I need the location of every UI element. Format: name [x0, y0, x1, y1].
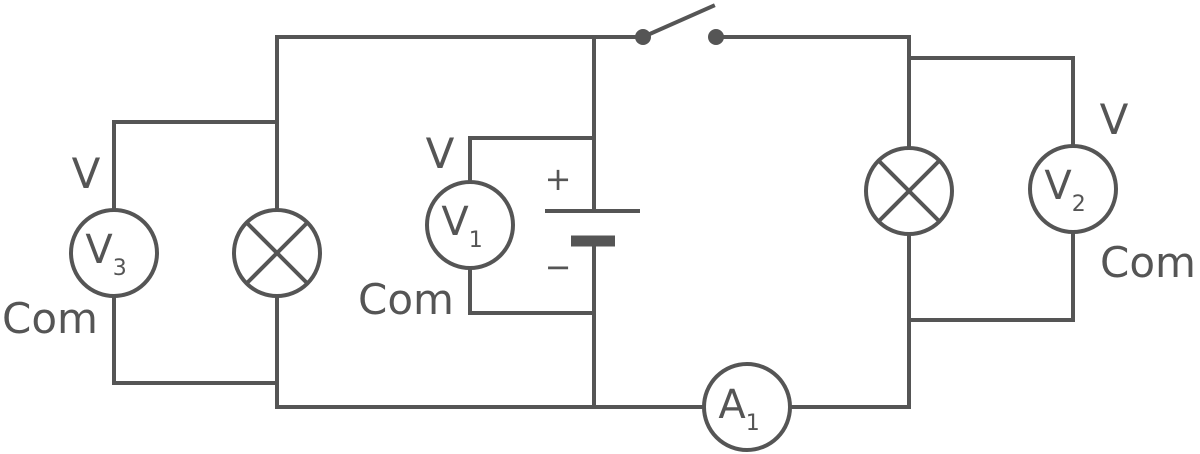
lamp-right [864, 146, 954, 236]
a1-symbol: A1 [718, 382, 759, 436]
v1-terminal-v-label: V [426, 129, 455, 178]
battery: + − [545, 160, 640, 286]
switch-contact-left [635, 29, 651, 45]
voltmeter-v1: V1 V Com [358, 129, 596, 324]
battery-minus-sign: − [545, 248, 572, 286]
v2-terminal-v-label: V [1100, 95, 1129, 144]
v3-symbol: V3 [85, 227, 126, 281]
battery-plus-sign: + [545, 160, 572, 198]
v1-symbol: V1 [441, 199, 482, 253]
main-wires [275, 35, 911, 409]
switch-contact-right [708, 29, 724, 45]
lamp-left [232, 208, 322, 298]
v1-circle [425, 180, 515, 270]
v2-circle [1028, 144, 1118, 234]
v3-circle [69, 208, 159, 298]
ammeter-a1: A1 [702, 362, 792, 452]
wire-right-branch [714, 35, 911, 409]
switch [635, 3, 724, 45]
switch-lever [640, 3, 716, 40]
v1-terminal-com-label: Com [358, 275, 454, 324]
a1-circle [702, 362, 792, 452]
v2-terminal-com-label: Com [1100, 238, 1196, 287]
v3-terminal-com-label: Com [2, 294, 98, 343]
lamp-left-cross-b [245, 221, 309, 285]
voltmeter-v2: V2 V Com [907, 56, 1196, 322]
v2-symbol: V2 [1044, 163, 1085, 217]
v3-terminal-v-label: V [72, 149, 101, 198]
lamp-right-cross-b [877, 159, 941, 223]
voltmeter-v3: V3 V Com [2, 120, 279, 385]
